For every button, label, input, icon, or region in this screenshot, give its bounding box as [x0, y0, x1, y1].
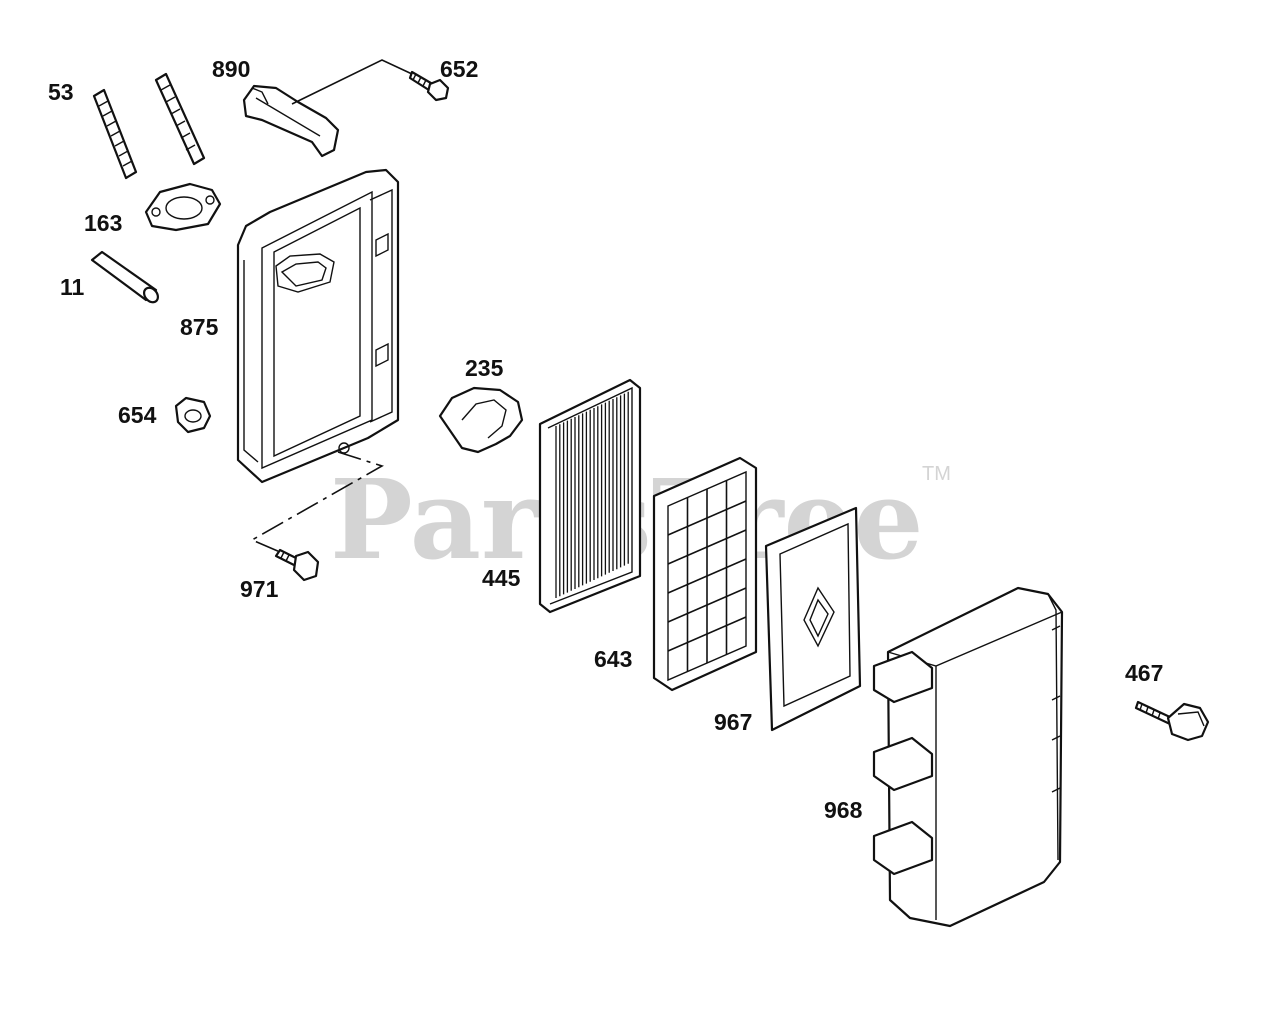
tube-11-drawing[interactable]: [90, 250, 161, 305]
part-label-654[interactable]: 654: [118, 402, 157, 428]
part-label-968[interactable]: 968: [824, 797, 863, 823]
part-label-967[interactable]: 967: [714, 709, 752, 735]
part-label-971[interactable]: 971: [240, 576, 279, 602]
part-label-445[interactable]: 445: [482, 565, 521, 591]
watermark-trademark: TM: [922, 463, 951, 485]
grommet-235-drawing[interactable]: [438, 386, 524, 454]
part-label-875[interactable]: 875: [180, 314, 219, 340]
part-label-643[interactable]: 643: [594, 646, 632, 672]
part-label-163[interactable]: 163: [84, 210, 122, 236]
pleated-filter-445-drawing[interactable]: [538, 378, 642, 614]
gasket-967-drawing[interactable]: [764, 506, 862, 732]
screw-971-drawing[interactable]: [274, 548, 320, 582]
leader-890-652: [291, 59, 413, 105]
air-cleaner-base-drawing[interactable]: [236, 168, 400, 484]
part-label-235[interactable]: 235: [465, 355, 504, 381]
screw-652-drawing[interactable]: [408, 70, 450, 102]
part-label-652[interactable]: 652: [440, 56, 478, 82]
stud-right-drawing[interactable]: [154, 72, 206, 166]
air-cleaner-cover-drawing[interactable]: [872, 586, 1064, 928]
part-label-467[interactable]: 467: [1125, 660, 1163, 686]
gasket-163-drawing[interactable]: [144, 182, 222, 232]
part-label-53[interactable]: 53: [48, 79, 74, 105]
leader-875-971: [250, 451, 384, 553]
pre-cleaner-643-drawing[interactable]: [652, 456, 758, 692]
stud-left-drawing[interactable]: [92, 88, 138, 180]
part-label-890[interactable]: 890: [212, 56, 250, 82]
part-label-11[interactable]: 11: [60, 274, 85, 300]
handle-drawing[interactable]: [242, 84, 340, 158]
nut-654-drawing[interactable]: [174, 396, 212, 434]
knob-467-drawing[interactable]: [1134, 700, 1210, 742]
